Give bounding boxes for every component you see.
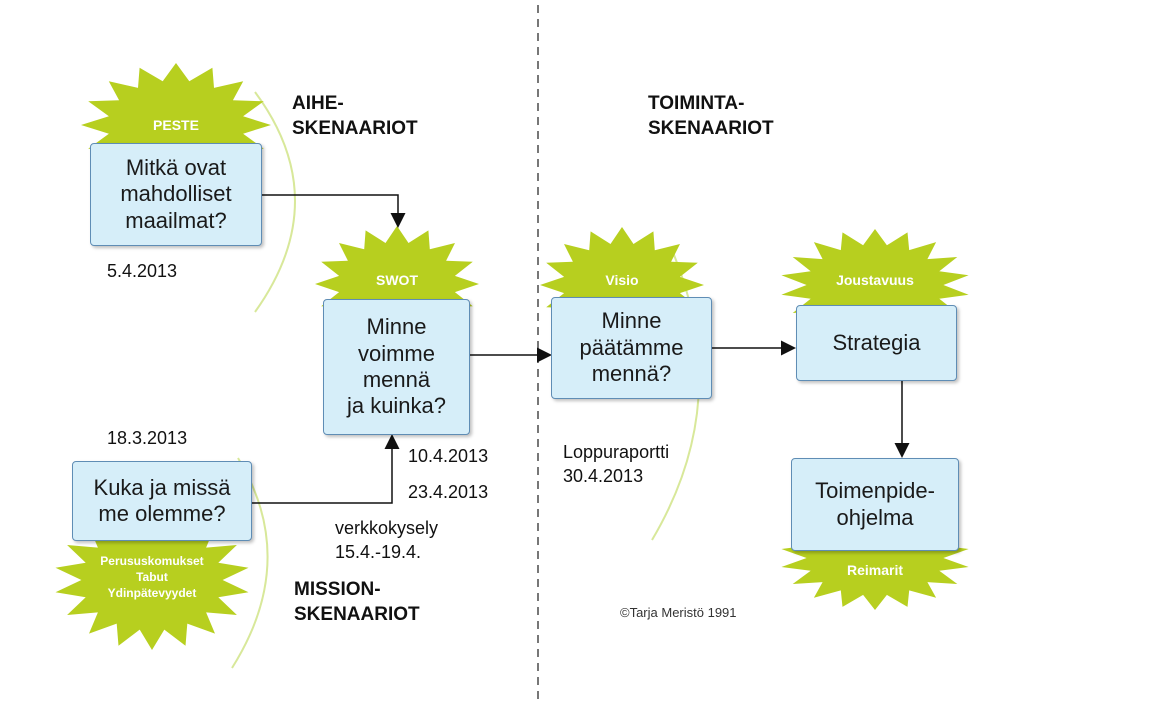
- arrow-peste-to-swot: [262, 194, 406, 228]
- box-mahdolliset-text: Mitkä ovat mahdolliset maailmat?: [120, 154, 232, 233]
- date-label-peste: 5.4.2013: [107, 261, 178, 281]
- label-loppuraportti: Loppuraportti 30.4.2013: [563, 442, 670, 487]
- date-label-swot-2: 23.4.2013: [408, 482, 489, 502]
- burst-label-joustavuus: Joustavuus: [836, 272, 914, 288]
- box-minne-voimme: Minne voimme mennä ja kuinka?: [323, 299, 470, 435]
- box-minne-paatamme: Minne päätämme mennä?: [551, 297, 712, 399]
- copyright-note: ©Tarja Meristö 1991: [620, 605, 737, 620]
- arc-aihe: [254, 91, 296, 313]
- box-minne-paatamme-text: Minne päätämme mennä?: [579, 308, 684, 387]
- arrow-kuka-to-swot: [252, 434, 400, 504]
- burst-label-perususkomukset: Perususkomukset Tabut Ydinpätevyydet: [100, 554, 204, 601]
- box-strategia-text: Strategia: [832, 329, 921, 355]
- heading-aihe-skenaariot: AIHE- SKENAARIOT: [292, 93, 418, 139]
- date-label-swot-1: 10.4.2013: [408, 446, 489, 466]
- box-strategia: Strategia: [796, 305, 957, 381]
- burst-label-visio: Visio: [605, 272, 639, 288]
- burst-label-swot: SWOT: [376, 272, 418, 288]
- box-kuka-ja-missa: Kuka ja missä me olemme?: [72, 461, 252, 541]
- box-kuka-text: Kuka ja missä me olemme?: [93, 474, 231, 526]
- box-toimenpideohjelma: Toimenpide- ohjelma: [791, 458, 959, 551]
- date-label-kuka: 18.3.2013: [107, 428, 188, 448]
- heading-mission-skenaariot: MISSION- SKENAARIOT: [294, 579, 420, 625]
- box-minne-voimme-text: Minne voimme mennä ja kuinka?: [346, 314, 447, 419]
- box-mahdolliset-maailmat: Mitkä ovat mahdolliset maailmat?: [90, 143, 262, 246]
- label-verkkokysely: verkkokysely 15.4.-19.4.: [335, 518, 439, 563]
- burst-perususkomukset: [55, 510, 249, 650]
- burst-label-peste: PESTE: [153, 117, 199, 133]
- box-toimenpide-text: Toimenpide- ohjelma: [815, 478, 935, 530]
- burst-label-reimarit: Reimarit: [846, 562, 904, 578]
- heading-toiminta-skenaariot: TOIMINTA- SKENAARIOT: [648, 93, 774, 139]
